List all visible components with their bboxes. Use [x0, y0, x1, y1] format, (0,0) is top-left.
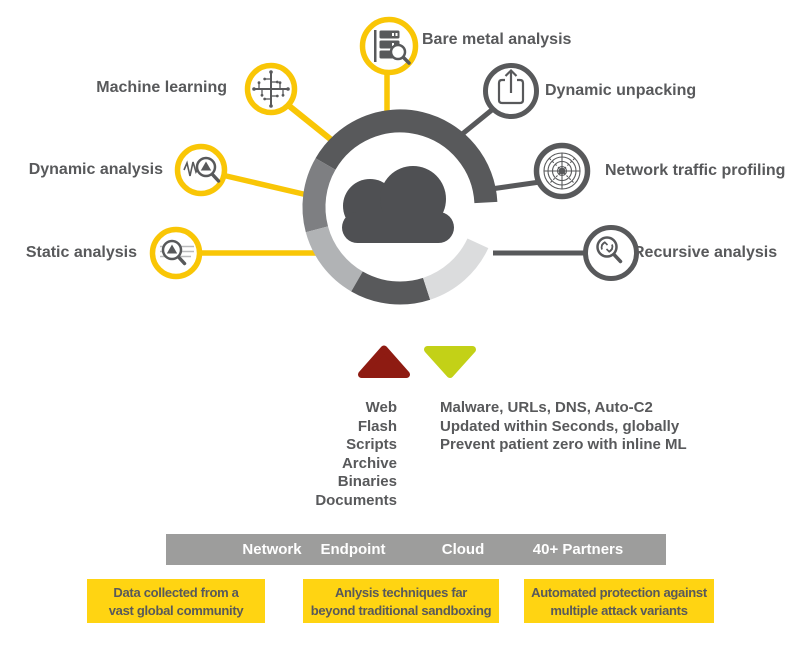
connector-lines: [199, 73, 587, 256]
ring-segment-medium-left: [302, 158, 336, 233]
input-item: Web: [365, 399, 397, 416]
callout-line: Automated protection against: [531, 585, 707, 600]
callout-techniques: Anlysis techniques far beyond traditiona…: [303, 579, 499, 623]
callout-protection: Automated protection against multiple at…: [524, 579, 714, 623]
input-up-arrow: [358, 345, 410, 378]
label-dynamic-unpacking: Dynamic unpacking: [545, 82, 697, 99]
upload-magnifier-icon: [497, 68, 525, 105]
connector-dynamic-analysis: [221, 172, 317, 200]
input-item: Scripts: [346, 436, 397, 453]
label-static-analysis: Static analysis: [25, 244, 137, 261]
node-recursive-analysis: [583, 225, 639, 281]
label-bare-metal: Bare metal analysis: [422, 31, 572, 48]
output-down-arrow: [424, 346, 476, 378]
input-item: Binaries: [337, 473, 397, 490]
output-line: Updated within Seconds, globally: [440, 417, 680, 435]
segmented-ring: [302, 109, 498, 305]
input-item: Flash: [357, 417, 397, 435]
bar-item-partners: 40+ Partners: [532, 541, 624, 558]
document-magnifier-icon: [160, 239, 194, 266]
ring-segment-light: [422, 238, 489, 300]
circuit-magnifier-icon: [252, 70, 290, 108]
radar-target-icon: [543, 152, 581, 190]
ring-segment-dark-bottom: [351, 271, 431, 305]
input-file-types: Web Flash Scripts Archive Binaries Docum…: [315, 399, 397, 510]
callout-line: Anlysis techniques far: [334, 585, 468, 600]
node-dynamic-unpacking: [483, 63, 539, 119]
output-line: Prevent patient zero with inline ML: [440, 436, 687, 453]
callout-community: Data collected from a vast global commun…: [87, 579, 265, 623]
server-search-icon: [374, 30, 411, 65]
refresh-magnifier-icon: [596, 236, 623, 264]
node-machine-learning: [244, 62, 298, 116]
sources-bar: Network Endpoint Cloud 40+ Partners: [166, 534, 666, 565]
node-network-traffic-profiling: [533, 142, 591, 200]
bar-item-cloud: Cloud: [441, 541, 485, 558]
callout-line: Data collected from a: [113, 585, 239, 600]
label-dynamic-analysis: Dynamic analysis: [28, 161, 163, 178]
callout-line: vast global community: [108, 603, 244, 618]
output-line: Malware, URLs, DNS, Auto-C2: [440, 399, 653, 416]
callout-line: beyond traditional sandboxing: [310, 603, 492, 618]
output-results: Malware, URLs, DNS, Auto-C2 Updated with…: [440, 399, 687, 455]
bar-item-network: Network: [242, 541, 302, 558]
bar-item-endpoint: Endpoint: [320, 541, 386, 558]
label-machine-learning: Machine learning: [96, 79, 227, 96]
ring-segment-dark-top: [315, 109, 498, 204]
node-bare-metal: [359, 16, 419, 76]
label-recursive: Recursive analysis: [633, 244, 778, 261]
input-item: Documents: [315, 491, 397, 509]
node-dynamic-analysis: [174, 143, 228, 197]
node-static-analysis: [149, 226, 203, 280]
label-network-traffic: Network traffic profiling: [605, 162, 786, 179]
callout-line: multiple attack variants: [550, 603, 688, 618]
ring-segment-silver: [305, 225, 364, 292]
cloud-icon: [342, 166, 454, 243]
input-item: Archive: [341, 454, 397, 472]
waveform-magnifier-icon: [183, 156, 221, 183]
